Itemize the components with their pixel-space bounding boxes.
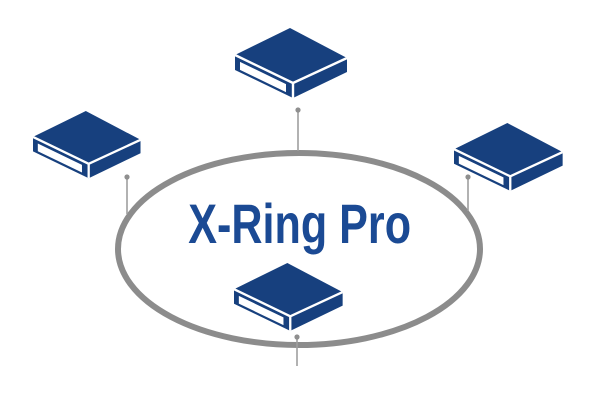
connector-dot-left xyxy=(124,174,130,180)
switch-device-icon-left xyxy=(31,109,142,180)
switch-device-icon-bottom xyxy=(232,261,344,333)
switch-device-icon-top xyxy=(233,26,349,100)
ring-ellipse xyxy=(115,150,483,348)
connectors xyxy=(126,110,469,366)
connector-dot-bottom xyxy=(294,334,300,340)
connector-dot-right xyxy=(465,174,471,180)
connector-dot-top xyxy=(295,107,301,113)
connector-nodes xyxy=(124,107,471,340)
switch-device-icon-right xyxy=(452,121,564,193)
